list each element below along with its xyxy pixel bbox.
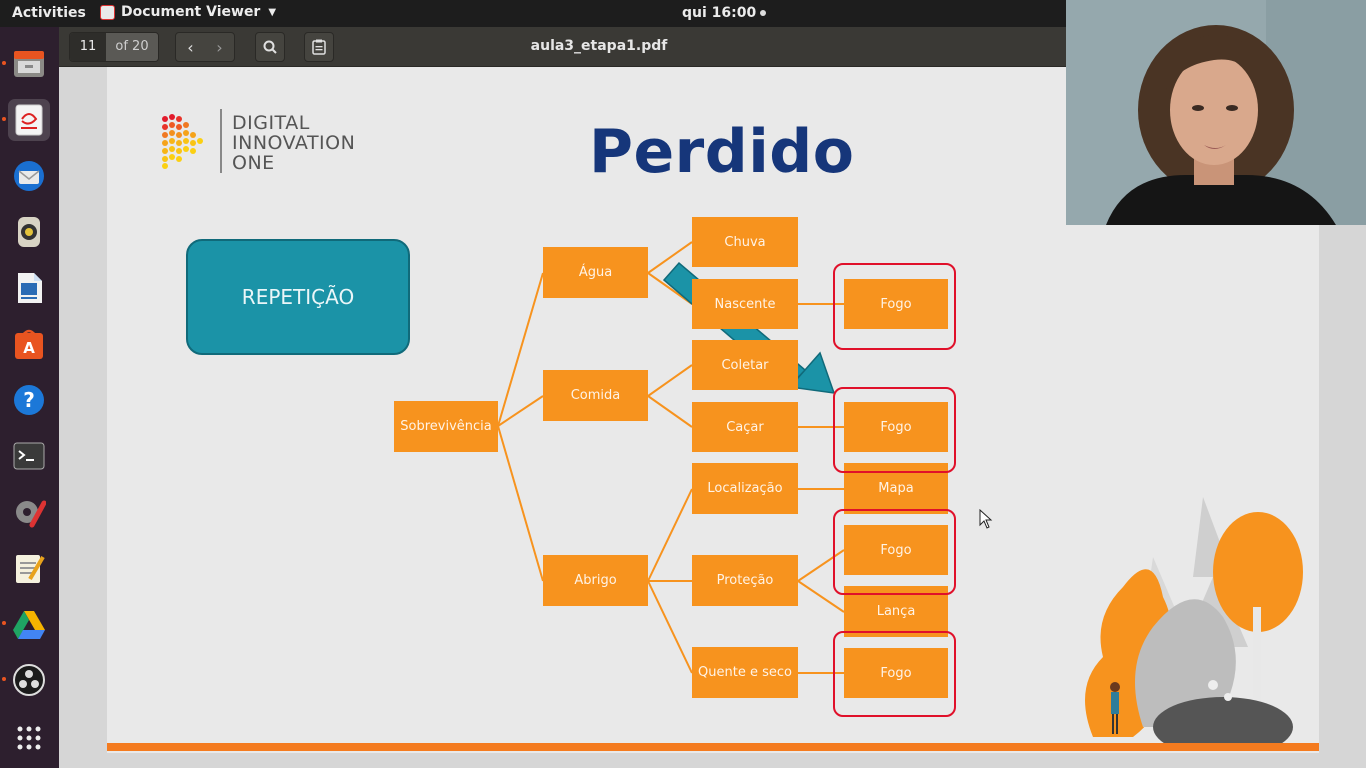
software-center-icon: A bbox=[15, 329, 43, 359]
dock-item-settings[interactable] bbox=[8, 491, 50, 533]
logo-wordmark: DIGITAL INNOVATION ONE bbox=[232, 113, 355, 173]
svg-text:?: ? bbox=[23, 388, 35, 412]
running-indicator-icon bbox=[2, 61, 6, 65]
clock-label: qui 16:00 bbox=[682, 5, 757, 21]
svg-text:A: A bbox=[23, 339, 35, 357]
dock-item-text-editor[interactable] bbox=[8, 547, 50, 589]
libreoffice-writer-icon bbox=[18, 273, 42, 303]
current-page-input[interactable]: 11 bbox=[70, 33, 106, 61]
node-nascente: Nascente bbox=[692, 279, 798, 329]
node-chuva: Chuva bbox=[692, 217, 798, 267]
dock-item-show-applications[interactable] bbox=[8, 717, 50, 759]
dock-item-thunderbird[interactable] bbox=[8, 155, 50, 197]
node-sobrevivencia: Sobrevivência bbox=[394, 401, 498, 452]
node-fogo-1: Fogo bbox=[844, 279, 948, 329]
obs-icon bbox=[13, 664, 45, 696]
document-viewer-icon bbox=[100, 4, 115, 20]
dock-item-google-drive[interactable] bbox=[2, 603, 50, 645]
node-fogo-4: Fogo bbox=[844, 648, 948, 698]
clipboard-icon bbox=[312, 39, 326, 55]
forest-illustration bbox=[1085, 497, 1303, 743]
chevron-down-icon: ▼ bbox=[268, 6, 277, 18]
app-menu-label: Document Viewer bbox=[121, 4, 261, 20]
google-drive-icon bbox=[13, 611, 45, 639]
node-fogo-3: Fogo bbox=[844, 525, 948, 575]
dock-item-rhythmbox[interactable] bbox=[8, 211, 50, 253]
node-quente-e-seco: Quente e seco bbox=[692, 647, 798, 698]
dock-item-software[interactable]: A bbox=[8, 323, 50, 365]
search-icon bbox=[263, 40, 277, 54]
node-fogo-2: Fogo bbox=[844, 402, 948, 452]
terminal-icon bbox=[13, 442, 45, 470]
webcam-overlay bbox=[1066, 0, 1366, 225]
document-viewer-icon bbox=[15, 104, 43, 136]
viewer-headerbar: 11 of 20 ‹ › aula3_etapa1.pdf bbox=[59, 27, 1066, 67]
dock-item-writer[interactable] bbox=[8, 267, 50, 309]
previous-page-icon[interactable]: ‹ bbox=[187, 37, 194, 57]
logo-line-2: INNOVATION bbox=[232, 132, 356, 154]
help-icon: ? bbox=[14, 385, 44, 415]
settings-icon bbox=[16, 500, 46, 528]
dock-item-obs[interactable] bbox=[2, 659, 50, 701]
dock-item-document-viewer[interactable] bbox=[2, 99, 50, 141]
node-cacar: Caçar bbox=[692, 402, 798, 452]
page-total-label: of 20 bbox=[106, 33, 158, 61]
thunderbird-icon bbox=[14, 161, 44, 191]
running-indicator-icon bbox=[2, 621, 6, 625]
repeticao-box: REPETIÇÃO bbox=[186, 239, 410, 355]
running-indicator-icon bbox=[2, 117, 6, 121]
node-comida: Comida bbox=[543, 370, 648, 421]
show-applications-icon bbox=[17, 726, 41, 750]
app-menu[interactable]: Document Viewer ▼ bbox=[100, 4, 276, 20]
search-button[interactable] bbox=[255, 32, 285, 62]
logo-line-3: ONE bbox=[232, 152, 275, 174]
logo-line-1: DIGITAL bbox=[232, 112, 310, 134]
node-abrigo: Abrigo bbox=[543, 555, 648, 606]
text-editor-icon bbox=[16, 555, 45, 583]
highlight-box-fogo-3 bbox=[833, 509, 956, 595]
node-coletar: Coletar bbox=[692, 340, 798, 390]
slide-title: Perdido bbox=[589, 117, 855, 187]
annotations-button[interactable] bbox=[304, 32, 334, 62]
presenter-video bbox=[1066, 0, 1366, 225]
page-navigation: ‹ › bbox=[175, 32, 235, 62]
document-title: aula3_etapa1.pdf bbox=[530, 38, 668, 54]
node-agua: Água bbox=[543, 247, 648, 298]
digital-innovation-one-logo bbox=[162, 114, 203, 169]
files-icon bbox=[14, 51, 44, 77]
dock: A ? bbox=[0, 27, 59, 768]
running-indicator-icon bbox=[2, 677, 6, 681]
logo-divider bbox=[220, 109, 222, 173]
dock-item-terminal[interactable] bbox=[8, 435, 50, 477]
mouse-pointer-icon bbox=[979, 509, 993, 529]
highlight-box-fogo-2 bbox=[833, 387, 956, 473]
highlight-box-fogo-4 bbox=[833, 631, 956, 717]
clock[interactable]: qui 16:00 bbox=[682, 5, 767, 21]
notification-dot-icon bbox=[760, 10, 767, 16]
rhythmbox-icon bbox=[18, 217, 40, 247]
highlight-box-fogo-1 bbox=[833, 263, 956, 350]
next-page-icon[interactable]: › bbox=[216, 37, 223, 57]
page-selector[interactable]: 11 of 20 bbox=[69, 32, 159, 62]
activities-button[interactable]: Activities bbox=[12, 5, 86, 21]
dock-item-files[interactable] bbox=[2, 43, 50, 85]
node-localizacao: Localização bbox=[692, 463, 798, 514]
node-protecao: Proteção bbox=[692, 555, 798, 606]
dock-item-help[interactable]: ? bbox=[8, 379, 50, 421]
slide-footer-stripe bbox=[107, 743, 1319, 751]
